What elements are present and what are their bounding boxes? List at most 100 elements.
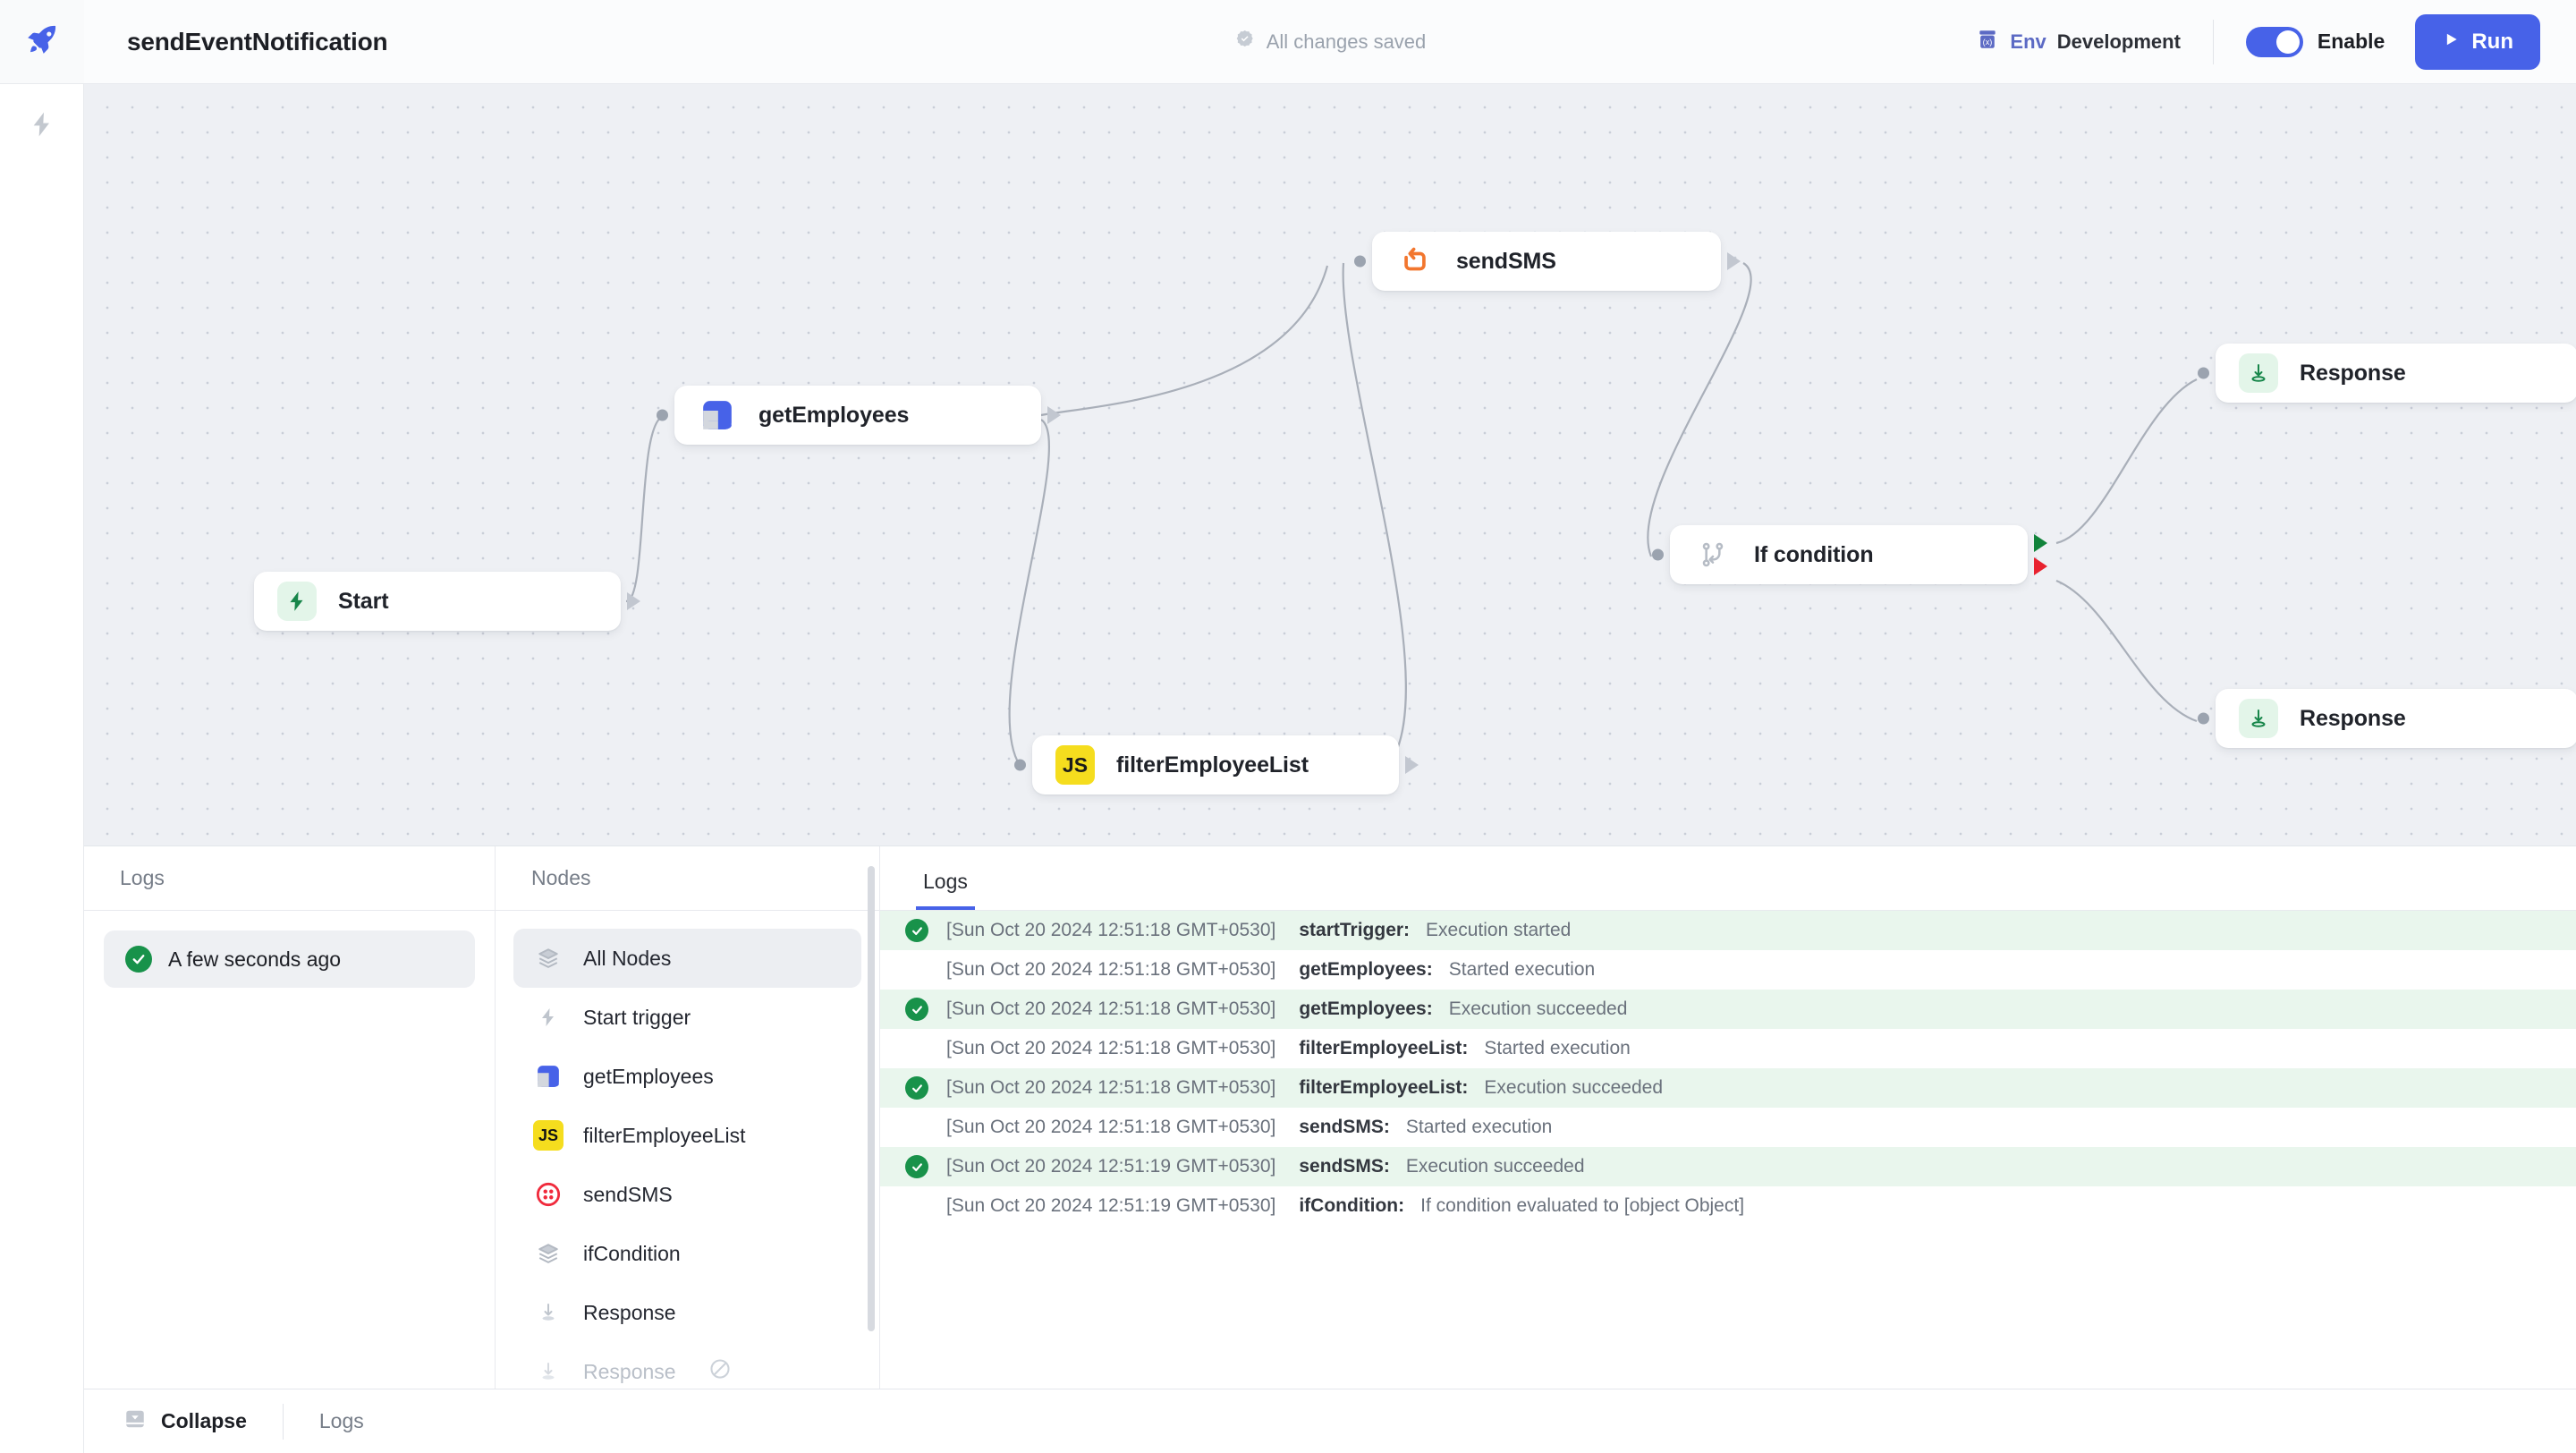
run-button-label: Run — [2471, 29, 2513, 54]
log-timestamp: [Sun Oct 20 2024 12:51:18 GMT+0530] — [946, 1117, 1276, 1137]
nodes-list-item-response-disabled[interactable]: Response — [513, 1342, 861, 1389]
response-icon — [2239, 699, 2278, 738]
nodes-panel-scrollbar[interactable] — [868, 866, 875, 1331]
log-row: [Sun Oct 20 2024 12:51:18 GMT+0530] getE… — [880, 990, 2576, 1029]
nodes-list-item-response[interactable]: Response — [513, 1283, 861, 1342]
env-label: Env — [2010, 30, 2046, 53]
input-handle[interactable] — [657, 409, 668, 421]
log-timestamp: [Sun Oct 20 2024 12:51:18 GMT+0530] — [946, 1038, 1276, 1058]
status-bar-logs-link[interactable]: Logs — [318, 1409, 364, 1432]
nodes-list-item-all-nodes[interactable]: All Nodes — [513, 929, 861, 988]
nodes-list: All Nodes Start trigger — [496, 911, 879, 1389]
page-title: sendEventNotification — [127, 27, 388, 55]
canvas-node-label: getEmployees — [758, 402, 910, 428]
log-row: [Sun Oct 20 2024 12:51:18 GMT+0530] filt… — [880, 1068, 2576, 1108]
output-handle[interactable] — [1047, 406, 1061, 424]
log-message: If condition evaluated to [object Object… — [1420, 1195, 1745, 1216]
output-handle[interactable] — [627, 592, 640, 610]
canvas-node-response-true[interactable]: Response — [2198, 344, 2576, 403]
log-node-name: filterEmployeeList: — [1299, 1038, 1469, 1058]
log-timestamp: [Sun Oct 20 2024 12:51:19 GMT+0530] — [946, 1156, 1276, 1177]
output-handle-true[interactable] — [2034, 533, 2047, 552]
response-icon — [533, 1356, 564, 1387]
nodes-list-item-label: Start trigger — [583, 1005, 691, 1029]
log-message: Execution succeeded — [1405, 1156, 1585, 1177]
nodes-list-item-filteremployeelist[interactable]: JS filterEmployeeList — [513, 1106, 861, 1165]
js-icon: JS — [1055, 745, 1095, 785]
nodes-list-item-sendsms[interactable]: sendSMS — [513, 1165, 861, 1224]
input-handle[interactable] — [2198, 712, 2209, 725]
env-selector[interactable]: (x) Env Development — [1976, 28, 2213, 55]
log-node-name: filterEmployeeList: — [1299, 1077, 1469, 1098]
top-header: sendEventNotification All changes saved — [84, 0, 2576, 84]
canvas-node-sendsms[interactable]: sendSMS — [1354, 232, 1741, 291]
input-handle[interactable] — [1014, 759, 1026, 771]
log-row: [Sun Oct 20 2024 12:51:19 GMT+0530] send… — [880, 1147, 2576, 1186]
canvas-node-label: Start — [338, 588, 389, 614]
log-message: Execution succeeded — [1484, 1077, 1664, 1098]
canvas-node-start[interactable]: Start — [254, 572, 640, 631]
nodes-panel: Nodes All Nodes — [496, 846, 880, 1389]
input-handle[interactable] — [1354, 255, 1366, 268]
collapse-button-label: Collapse — [161, 1409, 247, 1432]
nodes-list-item-ifcondition[interactable]: ifCondition — [513, 1224, 861, 1283]
enable-toggle-group[interactable]: Enable — [2245, 26, 2385, 57]
log-row: [Sun Oct 20 2024 12:51:18 GMT+0530] getE… — [880, 950, 2576, 990]
collapse-button[interactable]: Collapse — [123, 1407, 247, 1436]
log-node-name: startTrigger: — [1299, 920, 1411, 940]
success-check-icon — [905, 919, 928, 942]
nodes-list-item-getemployees[interactable]: getEmployees — [513, 1047, 861, 1106]
input-handle[interactable] — [1652, 548, 1664, 561]
app-logo[interactable] — [0, 0, 84, 84]
log-rows: [Sun Oct 20 2024 12:51:18 GMT+0530] star… — [880, 911, 2576, 1389]
save-status: All changes saved — [1234, 29, 1427, 55]
output-handle[interactable] — [1405, 756, 1419, 774]
save-status-text: All changes saved — [1266, 30, 1427, 53]
output-handle[interactable] — [1727, 252, 1741, 270]
layers-icon — [533, 1238, 564, 1269]
nodes-list-item-label: Response — [583, 1300, 676, 1324]
canvas-node-label: If condition — [1754, 541, 1874, 567]
nodes-panel-title: Nodes — [496, 846, 879, 911]
input-handle[interactable] — [2198, 367, 2209, 379]
canvas-node-label: sendSMS — [1456, 248, 1556, 274]
tab-logs[interactable]: Logs — [916, 870, 975, 910]
enable-toggle[interactable] — [2245, 26, 2303, 57]
log-status-icon — [905, 1155, 946, 1178]
output-handle-false[interactable] — [2034, 557, 2047, 576]
logs-detail-panel: Logs [Sun Oct 20 2024 12:51:18 GMT+0530]… — [880, 846, 2576, 1389]
lightning-bolt-icon — [533, 1002, 564, 1032]
nodes-list-item-label: All Nodes — [583, 946, 672, 970]
left-rail — [0, 0, 84, 1453]
twilio-icon — [533, 1179, 564, 1210]
canvas-node-ifcondition[interactable]: If condition — [1652, 525, 2047, 584]
log-timestamp: [Sun Oct 20 2024 12:51:18 GMT+0530] — [946, 920, 1276, 940]
nodes-list-item-start-trigger[interactable]: Start trigger — [513, 988, 861, 1047]
log-row: [Sun Oct 20 2024 12:51:19 GMT+0530] ifCo… — [880, 1186, 2576, 1226]
canvas-node-label: filterEmployeeList — [1116, 752, 1309, 777]
log-timestamp: [Sun Oct 20 2024 12:51:18 GMT+0530] — [946, 1077, 1276, 1098]
success-check-icon — [125, 946, 152, 973]
log-row: [Sun Oct 20 2024 12:51:18 GMT+0530] filt… — [880, 1029, 2576, 1068]
list-item[interactable]: A few seconds ago — [104, 930, 475, 988]
bottom-panel: Logs A few seconds ago Nodes — [84, 845, 2576, 1389]
success-check-icon — [905, 1076, 928, 1100]
canvas-node-response-false[interactable]: Response — [2198, 689, 2576, 748]
sidebar-item-workflows[interactable] — [0, 84, 84, 168]
lightning-bolt-icon — [277, 582, 317, 621]
log-status-icon — [905, 1076, 946, 1100]
canvas-node-getemployees[interactable]: getEmployees — [657, 386, 1061, 445]
run-button[interactable]: Run — [2415, 13, 2540, 70]
response-icon — [533, 1297, 564, 1328]
log-node-name: getEmployees: — [1299, 998, 1433, 1019]
nodes-list-item-label: Response — [583, 1359, 676, 1383]
log-row: [Sun Oct 20 2024 12:51:18 GMT+0530] send… — [880, 1108, 2576, 1147]
canvas-node-filteremployeelist[interactable]: JS filterEmployeeList — [1014, 735, 1419, 794]
log-status-icon — [905, 919, 946, 942]
log-status-icon — [905, 998, 946, 1021]
workflow-canvas[interactable]: Start getEmployees — [84, 84, 2576, 845]
main-column: sendEventNotification All changes saved — [84, 0, 2576, 1453]
header-actions: (x) Env Development Enable Run — [1976, 13, 2540, 70]
response-icon — [2239, 353, 2278, 393]
